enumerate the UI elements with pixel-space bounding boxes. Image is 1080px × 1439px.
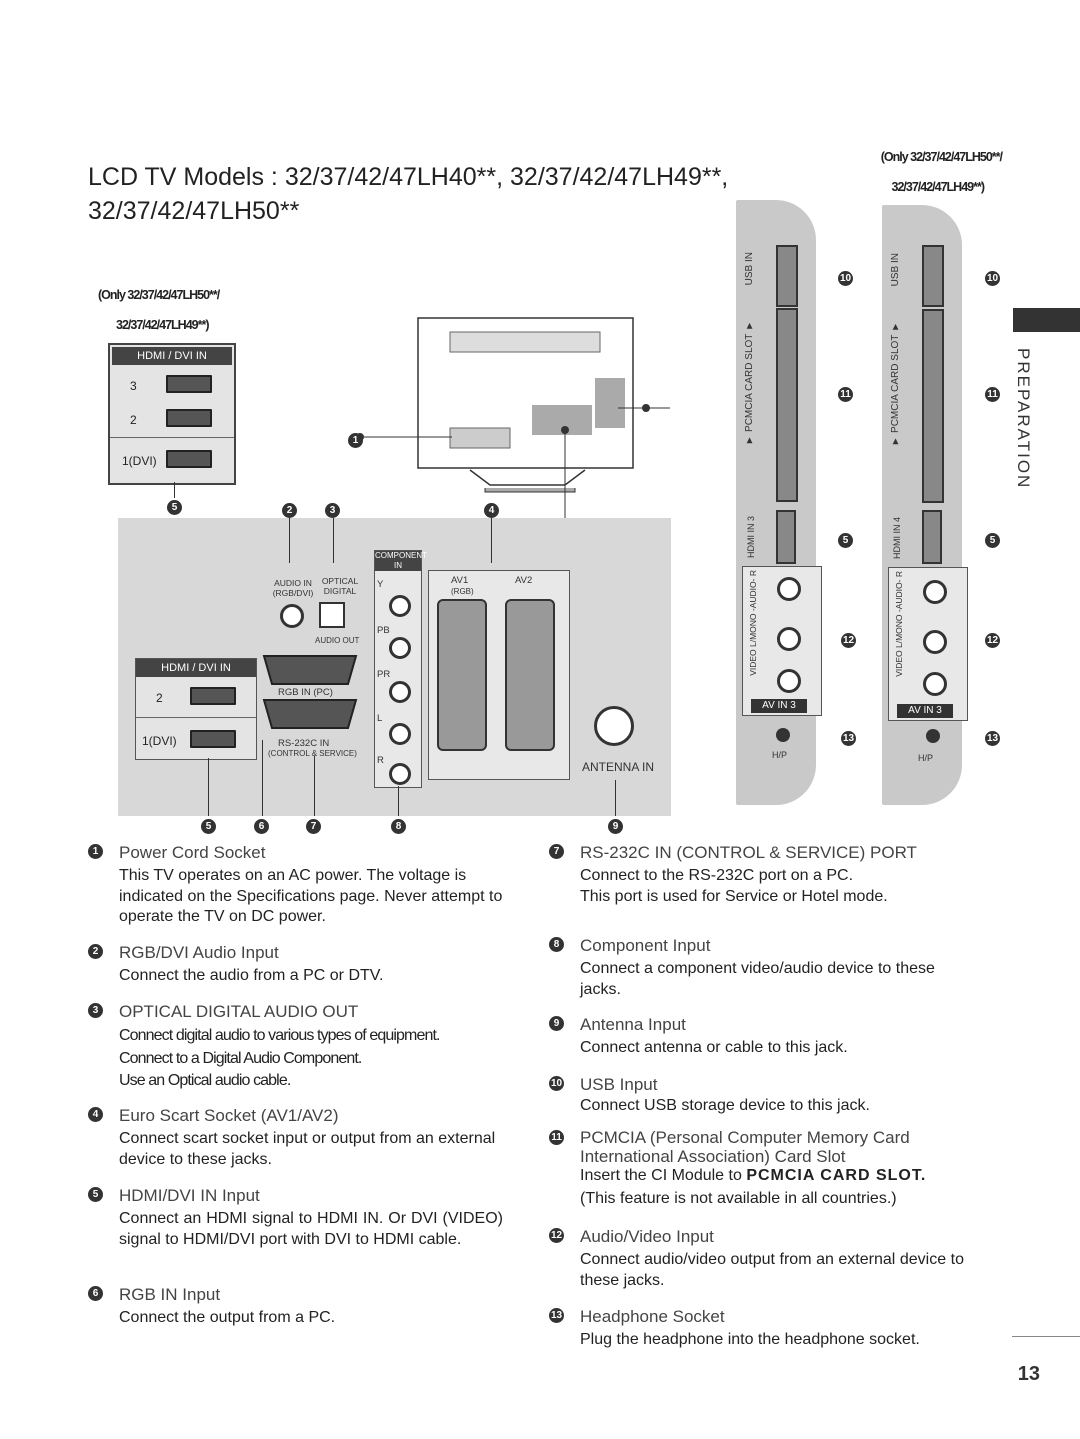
callout-12-left: 12 bbox=[841, 633, 856, 648]
component-r-jack[interactable] bbox=[389, 763, 411, 785]
hdmi-box-bottom-label: HDMI / DVI IN bbox=[136, 659, 256, 677]
control-service-label: (CONTROL & SERVICE) bbox=[268, 749, 357, 758]
item-usb: 10 USB Input Connect USB storage device … bbox=[549, 1075, 870, 1114]
item-rgb-dvi-audio: 2 RGB/DVI Audio Input Connect the audio … bbox=[88, 942, 519, 987]
hdmi-port-3[interactable] bbox=[166, 375, 212, 393]
hdmi-box-top: HDMI / DVI IN 3 2 1(DVI) bbox=[108, 343, 236, 485]
audio-out-label: AUDIO OUT bbox=[315, 636, 360, 645]
item-hdmi-dvi: 5 HDMI/DVI IN Input Connect an HDMI sign… bbox=[88, 1185, 503, 1250]
callout-10-right: 10 bbox=[985, 271, 1000, 286]
av-block-left: AV IN 3 bbox=[742, 566, 822, 716]
callout-5-bottom: 5 bbox=[201, 819, 216, 834]
video-jack-left[interactable] bbox=[777, 669, 801, 693]
footer-rule bbox=[1012, 1336, 1080, 1337]
callout-11-right: 11 bbox=[985, 387, 1000, 402]
component-label: COMPONENT IN bbox=[375, 551, 427, 571]
hdmi-port-2-bottom[interactable] bbox=[190, 687, 236, 705]
callout-10-left: 10 bbox=[838, 271, 853, 286]
callout-13-left: 13 bbox=[841, 731, 856, 746]
item-audio-video: 12 Audio/Video Input Connect audio/video… bbox=[549, 1227, 964, 1289]
scart-av2[interactable] bbox=[505, 599, 555, 751]
page-title: LCD TV Models : 32/37/42/47LH40**, 32/37… bbox=[88, 160, 728, 228]
audio-in-label: AUDIO IN (RGB/DVI) bbox=[272, 578, 314, 598]
callout-11-left: 11 bbox=[838, 387, 853, 402]
av-block-right: AV IN 3 bbox=[888, 567, 968, 721]
rear-panel-diagram: AUDIO IN (RGB/DVI) OPTICAL DIGITAL AUDIO… bbox=[118, 518, 671, 816]
item-pcmcia: 11 PCMCIA (Personal Computer Memory Card… bbox=[549, 1128, 1000, 1209]
title-line-2: 32/37/42/47LH50** bbox=[88, 197, 300, 225]
antenna-in-label: ANTENNA IN bbox=[582, 760, 655, 774]
scart-av1[interactable] bbox=[437, 599, 487, 751]
section-label: PREPARATION bbox=[1014, 348, 1033, 490]
component-y-jack[interactable] bbox=[389, 595, 411, 617]
optical-label: OPTICAL DIGITAL bbox=[321, 576, 359, 596]
scart-block: AV1 (RGB) AV2 bbox=[428, 570, 570, 780]
tv-back-illustration bbox=[356, 317, 670, 518]
item-headphone: 13 Headphone Socket Plug the headphone i… bbox=[549, 1307, 920, 1348]
hdmi-side-left[interactable] bbox=[776, 510, 796, 564]
pcmcia-slot-left[interactable] bbox=[776, 308, 798, 502]
item-antenna: 9 Antenna Input Connect antenna or cable… bbox=[549, 1014, 980, 1059]
callout-8: 8 bbox=[391, 819, 406, 834]
hdmi-port-2[interactable] bbox=[166, 409, 212, 427]
usb-port-right[interactable] bbox=[922, 245, 944, 307]
av-in-label-left: AV IN 3 bbox=[751, 699, 807, 713]
side-panel-right: AV IN 3 H/P USB IN ▼ PCMCIA CARD SLOT ▼ … bbox=[882, 205, 968, 805]
component-pr-jack[interactable] bbox=[389, 681, 411, 703]
d-sub-ports[interactable] bbox=[260, 648, 360, 738]
hdmi-port-1-dvi[interactable] bbox=[166, 450, 212, 468]
section-tab-marker bbox=[1013, 308, 1080, 332]
callout-9: 9 bbox=[608, 819, 623, 834]
item-rgb-in: 6 RGB IN Input Connect the output from a… bbox=[88, 1284, 519, 1329]
callout-5: 5 bbox=[167, 500, 182, 515]
video-jack-right[interactable] bbox=[923, 672, 947, 696]
callout-6: 6 bbox=[254, 819, 269, 834]
callout-3: 3 bbox=[325, 503, 340, 518]
audio-r-jack-left[interactable] bbox=[777, 577, 801, 601]
pcmcia-slot-right[interactable] bbox=[922, 309, 944, 503]
optical-out-port[interactable] bbox=[319, 602, 345, 628]
component-block: COMPONENT IN Y PB PR L R bbox=[374, 550, 427, 788]
hdmi-side-right[interactable] bbox=[922, 510, 942, 564]
audio-r-jack-right[interactable] bbox=[923, 580, 947, 604]
callout-13-right: 13 bbox=[985, 731, 1000, 746]
usb-port-left[interactable] bbox=[776, 245, 798, 307]
page-number: 13 bbox=[1017, 1363, 1040, 1385]
antenna-jack[interactable] bbox=[594, 706, 634, 746]
hdmi-box-bottom: HDMI / DVI IN 2 1(DVI) bbox=[135, 658, 257, 760]
item-power-cord: 1 Power Cord Socket This TV operates on … bbox=[88, 842, 519, 928]
callout-5-side-left: 5 bbox=[838, 533, 853, 548]
model-note-left: (Only 32/37/42/47LH50**/ 32/37/42/47LH49… bbox=[98, 288, 220, 332]
model-note-right: (Only 32/37/42/47LH50**/ 32/37/42/47LH49… bbox=[880, 150, 1003, 194]
av-in-label-right: AV IN 3 bbox=[897, 704, 953, 718]
headphone-jack-right[interactable] bbox=[926, 729, 940, 743]
headphone-jack-left[interactable] bbox=[776, 728, 790, 742]
rgb-in-label: RGB IN (PC) bbox=[278, 687, 333, 698]
callout-7: 7 bbox=[306, 819, 321, 834]
rs232c-label: RS-232C IN bbox=[278, 738, 330, 749]
component-l-jack[interactable] bbox=[389, 723, 411, 745]
title-line-1: LCD TV Models : 32/37/42/47LH40**, 32/37… bbox=[88, 163, 729, 191]
item-euro-scart: 4 Euro Scart Socket (AV1/AV2) Connect sc… bbox=[88, 1105, 519, 1170]
item-rs232c: 7 RS-232C IN (CONTROL & SERVICE) PORT Co… bbox=[549, 842, 980, 907]
item-optical-audio: 3 OPTICAL DIGITAL AUDIO OUT Connect digi… bbox=[88, 1001, 519, 1093]
component-pb-jack[interactable] bbox=[389, 637, 411, 659]
hdmi-port-1-dvi-bottom[interactable] bbox=[190, 730, 236, 748]
callout-12-right: 12 bbox=[985, 633, 1000, 648]
side-panel-left: AV IN 3 H/P USB IN ▼ PCMCIA CARD SLOT ▼ … bbox=[736, 200, 822, 805]
audio-l-jack-left[interactable] bbox=[777, 627, 801, 651]
callout-1: 1 bbox=[348, 433, 363, 448]
callout-5-side-right: 5 bbox=[985, 533, 1000, 548]
callout-4: 4 bbox=[484, 503, 499, 518]
audio-l-jack-right[interactable] bbox=[923, 630, 947, 654]
hdmi-box-top-label: HDMI / DVI IN bbox=[112, 347, 232, 365]
item-component: 8 Component Input Connect a component vi… bbox=[549, 935, 940, 1000]
audio-in-jack[interactable] bbox=[280, 604, 304, 628]
callout-2: 2 bbox=[282, 503, 297, 518]
